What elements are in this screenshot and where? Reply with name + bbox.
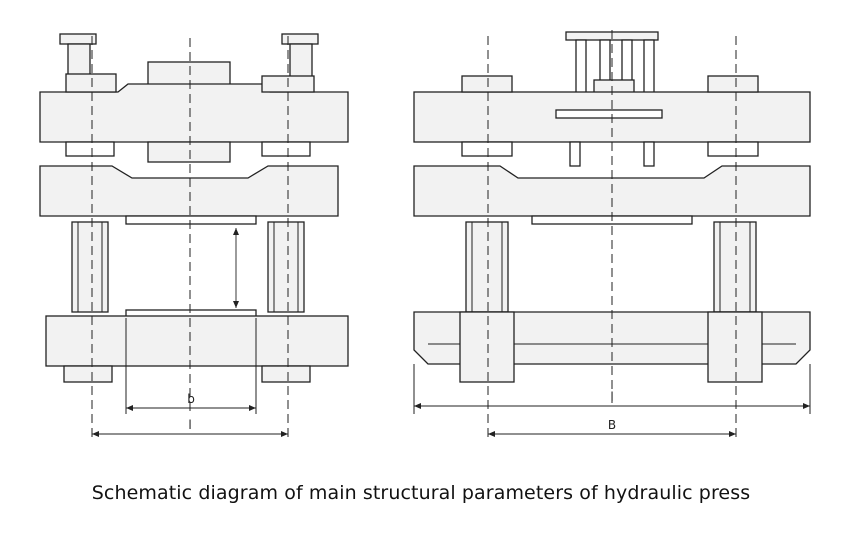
right-rod-1: [569, 141, 581, 167]
right-nut-top-left: [461, 75, 513, 93]
left-column-left: [71, 221, 109, 313]
left-base-beam: [45, 315, 349, 367]
left-slide-beam: [39, 165, 339, 217]
left-press-view: b l: [39, 33, 349, 440]
right-dim-B-label: B: [608, 418, 616, 432]
right-dim-l-label: l: [610, 390, 613, 404]
left-collar-left: [65, 141, 115, 157]
right-nut-top-right: [707, 75, 759, 93]
left-nut-top-right: [281, 33, 319, 45]
left-dim-l-label: l: [188, 418, 191, 432]
left-bottom-nut-left: [63, 365, 113, 383]
right-foot-right: [707, 311, 763, 383]
left-bottom-nut-right: [261, 365, 311, 383]
left-column-right: [267, 221, 305, 313]
figure-caption: Schematic diagram of main structural par…: [91, 482, 751, 504]
right-foot-left: [459, 311, 515, 383]
left-nut-block-left: [65, 73, 117, 93]
right-column-right: [713, 221, 757, 313]
left-rod-top-right: [289, 43, 313, 79]
left-nut-top-left: [59, 33, 97, 45]
right-collar-left: [461, 141, 513, 157]
right-mount-flange: [555, 109, 663, 119]
left-upper-die-plate: [125, 215, 257, 225]
left-crown-beam: [39, 83, 349, 143]
left-dim-b-label: b: [187, 392, 195, 406]
right-press-view: l B: [413, 30, 811, 440]
left-rod-top-left: [67, 43, 91, 79]
right-rod-2: [643, 141, 655, 167]
right-collar-right: [707, 141, 759, 157]
left-collar-right: [261, 141, 311, 157]
left-ram-connector: [147, 141, 231, 163]
